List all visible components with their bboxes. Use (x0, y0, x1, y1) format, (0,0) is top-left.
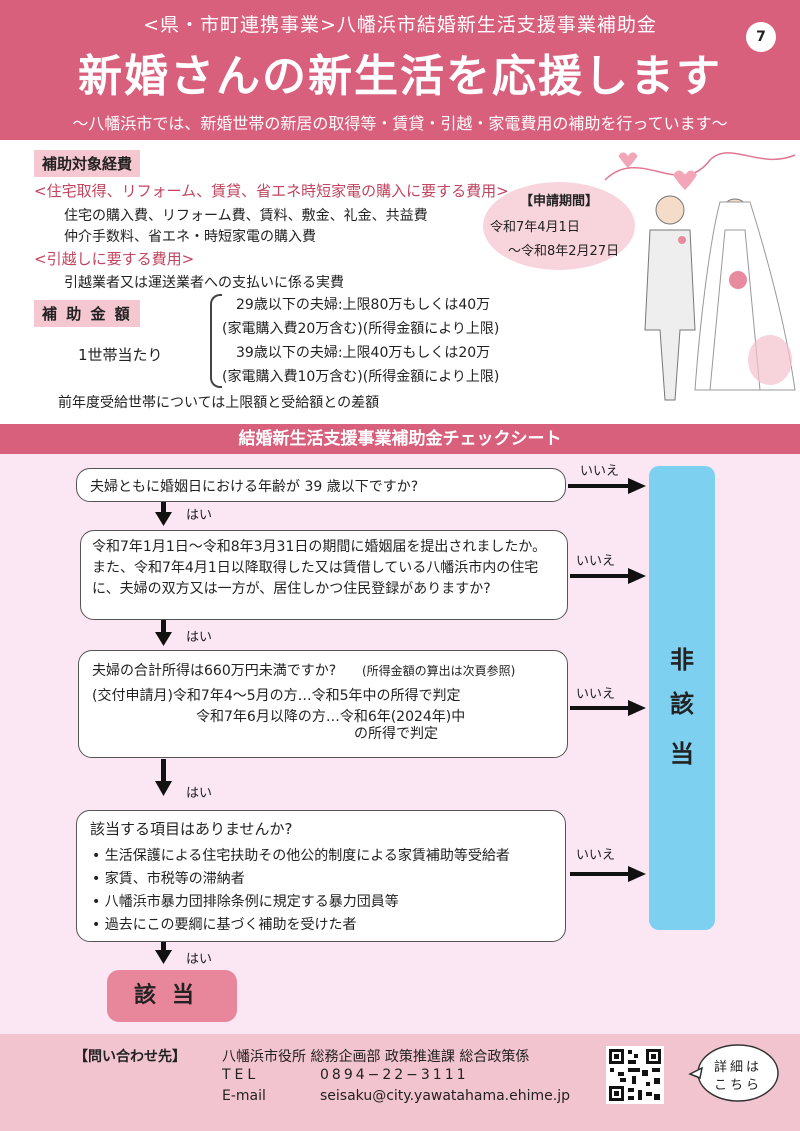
housing-heading: <住宅取得、リフォーム、賃貸、省エネ時短家電の購入に要する費用> (34, 182, 509, 200)
moving-line1: 引越業者又は運送業者への支払いに係る実費 (64, 275, 344, 291)
page-title: 新婚さんの新生活を応援します (78, 51, 722, 102)
housing-line1: 住宅の購入費、リフォーム費、賃料、敷金、礼金、共益費 (64, 208, 428, 224)
email-address[interactable]: seisaku@city.yawatahama.ehime.jp (320, 1088, 570, 1104)
amount-line1: 29歳以下の夫婦:上限80万もしくは40万 (236, 297, 491, 313)
yes-label-2: はい (186, 630, 213, 645)
details-line-1: 詳細は (713, 1060, 762, 1075)
housing-line2: 仲介手数料、省エネ・時短家電の購入費 (64, 229, 316, 245)
subtitle: 〜八幡浜市では、新婚世帯の新居の取得等・賃貸・引越・家電費用の補助を行っています… (72, 114, 728, 133)
question-3-main: 夫婦の合計所得は660万円未満ですか? (92, 663, 337, 679)
question-1-box (76, 468, 566, 502)
tel-number: 0894−22−3111 (320, 1067, 469, 1083)
not-applicable-char-2: 該 (670, 690, 694, 718)
amount-line4: (家電購入費10万含む)(所得金額により上限) (222, 369, 500, 385)
brace (210, 294, 222, 388)
question-3-box (78, 650, 568, 758)
page-number: 7 (746, 22, 776, 52)
period-end: 〜令和8年2月27日 (508, 244, 620, 259)
qr-code-icon[interactable] (606, 1046, 664, 1104)
question-4-item-2: • 家賃、市税等の滞納者 (92, 871, 245, 887)
not-applicable-char-3: 当 (670, 740, 694, 768)
amount-note: 前年度受給世帯については上限額と受給額との差額 (58, 395, 380, 411)
question-3-note: (所得金額の算出は次頁参照) (362, 664, 516, 678)
question-3-line4: の所得で判定 (354, 726, 438, 742)
contact-label: 【問い合わせ先】 (74, 1049, 186, 1065)
question-2-box (80, 530, 568, 620)
no-label-3: いいえ (576, 687, 616, 702)
contact-office: 八幡浜市役所 総務企画部 政策推進課 総合政策係 (222, 1049, 530, 1065)
period-bubble (483, 182, 635, 270)
per-household: 1世帯当たり (78, 346, 163, 364)
question-4-main: 該当する項目はありませんか? (90, 820, 293, 838)
amount-line2: (家電購入費20万含む)(所得金額により上限) (222, 321, 500, 337)
expenses-label: 補助対象経費 (34, 150, 141, 177)
yes-label-1: はい (186, 508, 213, 523)
tel-label: TEL (222, 1067, 260, 1083)
question-4-box (76, 810, 566, 942)
applicable-box: 該当 (107, 970, 237, 1022)
period-label: 【申請期間】 (520, 194, 599, 209)
no-label-1: いいえ (580, 464, 620, 479)
not-applicable-box (649, 466, 715, 930)
question-3-line3: 令和7年6月以降の方…令和6年(2024年)中 (196, 709, 466, 725)
question-1: 夫婦ともに婚姻日における年齢が 39 歳以下ですか? (90, 479, 419, 495)
email-label: E-mail (222, 1088, 266, 1104)
header-banner (0, 0, 800, 140)
details-line-2: こちら (713, 1078, 762, 1093)
footer (0, 1034, 800, 1131)
question-3-line2: (交付申請月)令和7年4〜5月の方…令和5年中の所得で判定 (92, 688, 461, 704)
moving-heading: <引越しに要する費用> (34, 250, 195, 268)
period-start: 令和7年4月1日 (490, 220, 580, 235)
not-applicable-char-1: 非 (670, 646, 694, 674)
no-label-4: いいえ (576, 848, 616, 863)
question-4-item-4: • 過去にこの要綱に基づく補助を受けた者 (92, 917, 357, 933)
supertitle: <県・市町連携事業>八幡浜市結婚新生活支援事業補助金 (143, 14, 657, 36)
details-bubble (688, 1044, 779, 1102)
yes-label-4: はい (186, 952, 213, 967)
amount-label: 補 助 金 額 (34, 300, 140, 327)
no-label-2: いいえ (576, 554, 616, 569)
couple-illustration (604, 152, 796, 401)
flow-arrows (155, 478, 646, 964)
question-2: 令和7年1月1日〜令和8年3月31日の期間に婚姻届を提出されましたか。また、令和… (92, 539, 547, 597)
checksheet-title: 結婚新生活支援事業補助金チェックシート (0, 424, 800, 454)
question-4-item-1: • 生活保護による住宅扶助その他公的制度による家賃補助等受給者 (92, 848, 510, 864)
question-4-item-3: • 八幡浜市暴力団排除条例に規定する暴力団員等 (92, 894, 399, 910)
yes-label-3: はい (186, 786, 213, 801)
amount-line3: 39歳以下の夫婦:上限40万もしくは20万 (236, 345, 491, 361)
